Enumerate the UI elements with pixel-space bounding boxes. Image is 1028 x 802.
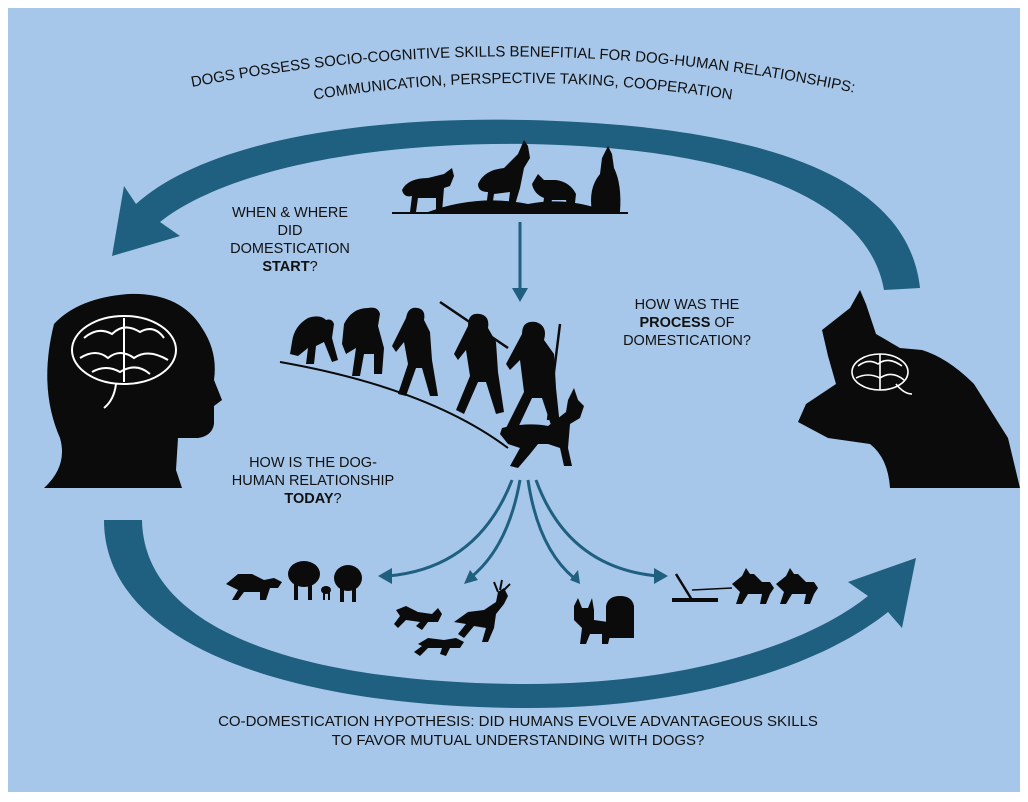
- wolves-silhouette: [392, 140, 628, 214]
- bottom-cycle-arrow: [104, 520, 916, 708]
- hunting-silhouettes: [394, 579, 511, 656]
- human-evolution-silhouettes: [290, 300, 584, 468]
- top-cycle-arrow: [112, 119, 920, 290]
- diagram-graphics: DOGS POSSESS SOCIO-COGNITIVE SKILLS BENE…: [44, 43, 1020, 708]
- question-today: HOW IS THE DOG- HUMAN RELATIONSHIP TODAY…: [231, 455, 395, 507]
- human-brain-icon: [71, 315, 177, 409]
- sled-dogs-silhouette: [672, 568, 818, 604]
- top-caption-line1: DOGS POSSESS SOCIO-COGNITIVE SKILLS BENE…: [190, 43, 857, 96]
- companion-dog-silhouette: [574, 596, 634, 644]
- fan-arrows: [387, 479, 659, 580]
- diagram-panel: DOGS POSSESS SOCIO-COGNITIVE SKILLS BENE…: [8, 8, 1020, 792]
- question-process: HOW WAS THE PROCESS OF DOMESTICATION?: [623, 297, 751, 349]
- bottom-caption: CO-DOMESTICATION HYPOTHESIS: DID HUMANS …: [218, 713, 818, 749]
- evolution-ground-line: [279, 361, 509, 449]
- top-caption-line2: COMMUNICATION, PERSPECTIVE TAKING, COOPE…: [312, 70, 733, 104]
- wolves-to-evolution-arrow: [512, 222, 528, 302]
- human-head-silhouette: [44, 293, 222, 488]
- herding-silhouettes: [226, 561, 362, 602]
- dog-head-silhouette: [798, 290, 1020, 488]
- dog-brain-icon: [851, 353, 913, 395]
- fan-arrow-heads: [378, 568, 668, 584]
- question-start: WHEN & WHERE DID DOMESTICATION START?: [230, 205, 350, 275]
